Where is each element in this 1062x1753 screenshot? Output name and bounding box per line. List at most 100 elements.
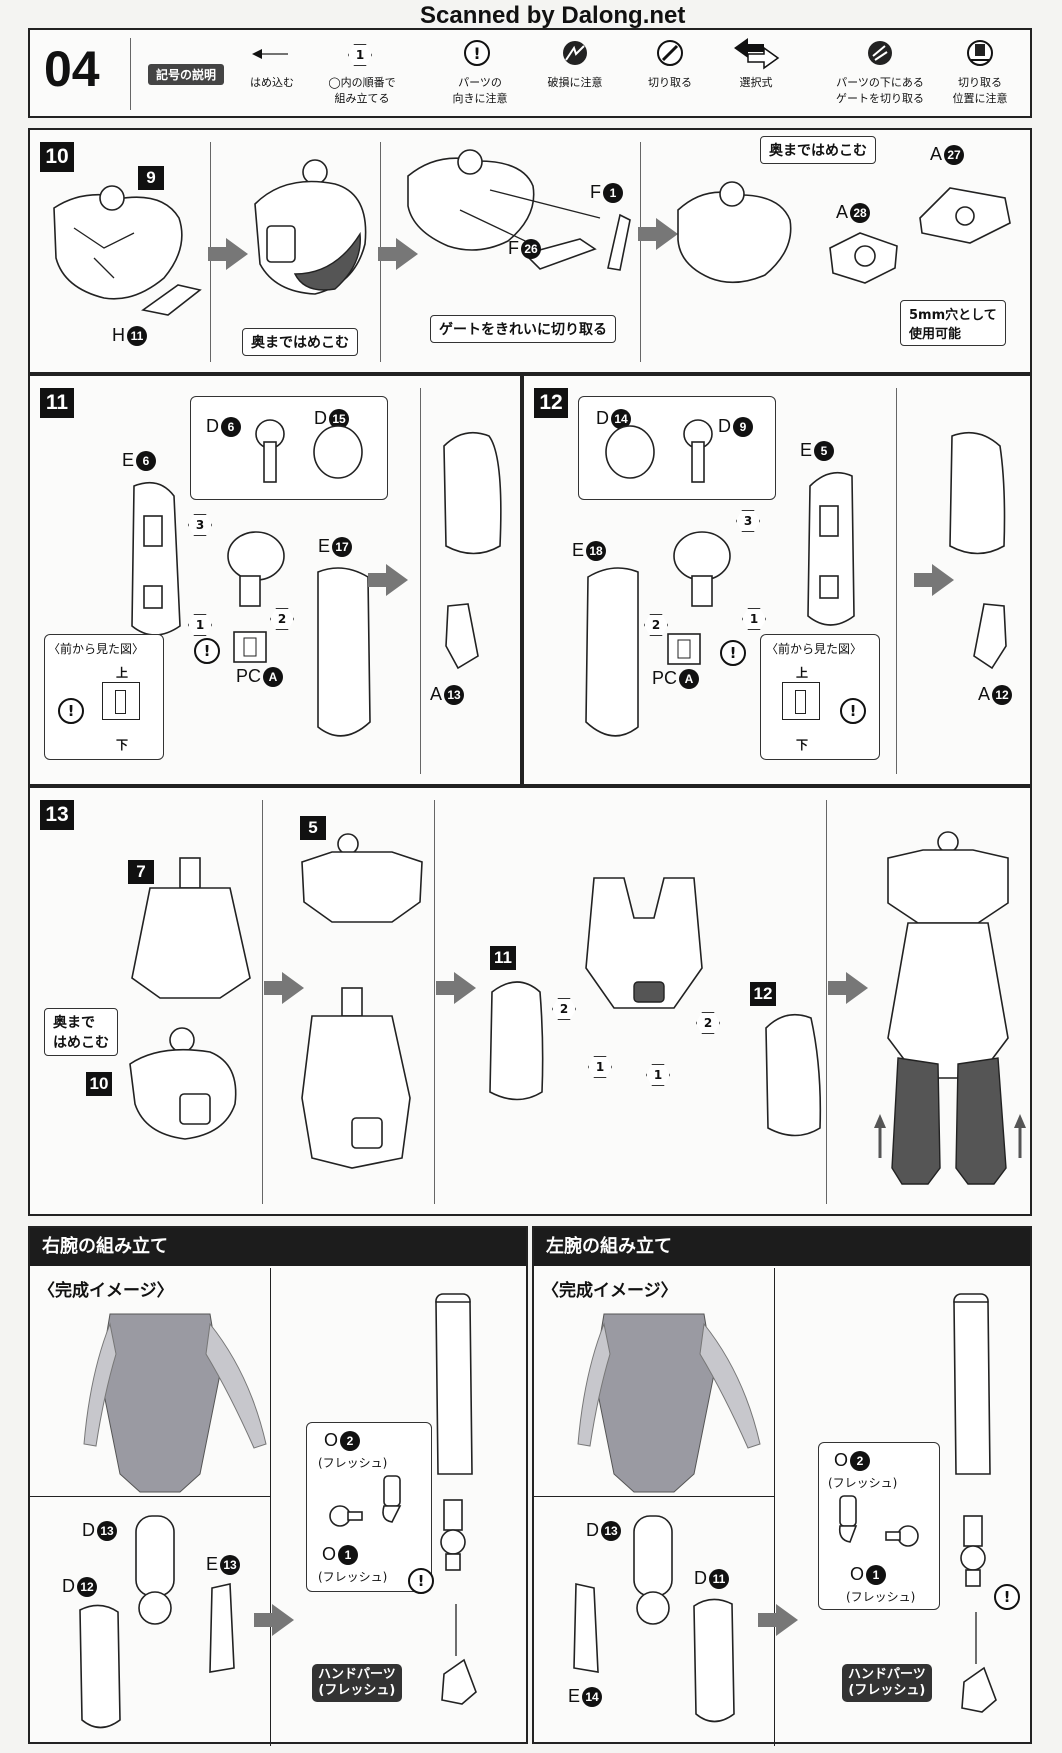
bottom-label: 下 [116,738,129,752]
order-2: 2 [270,608,294,630]
part-d13-shape [633,1515,673,1625]
part-d11-shape [693,1598,735,1723]
ref-step-12: 12 [750,982,776,1006]
body-core-part [53,185,183,300]
step-number: 11 [40,388,74,418]
next-arrow [254,1604,294,1636]
front-view-label: 〈前から見た図〉 [48,642,145,656]
wrist-joint-part [960,1515,986,1587]
step-13-panel: 13 7 奥まで はめこむ 10 5 11 12 2 2 1 1 [28,786,1032,1216]
hand-part [441,1604,477,1705]
next-arrow [914,564,954,596]
leg-right-part [765,1013,822,1137]
order-2: 2 [644,614,668,636]
hand-part [961,1612,997,1713]
legend-label-1: はめ込む [250,76,294,89]
joint-parts-detail [255,419,363,483]
part-e17-shape [317,567,371,737]
label-o1-flesh: (フレッシュ) [846,1590,916,1604]
caution-icon: ! [194,638,220,664]
bottom-label: 下 [796,738,809,752]
callout-push-in: 奥まではめこむ [242,328,358,356]
hips-part [585,877,703,1009]
part-a12-shape [973,603,1007,670]
left-arm-title: 左腕の組み立て [534,1228,1030,1266]
top-label: 上 [796,666,809,680]
watermark: Scanned by Dalong.net [420,2,686,29]
next-arrow [828,972,868,1004]
front-view-box [760,634,880,760]
next-arrow [264,972,304,1004]
waist-upper-part [131,857,251,999]
front-view-slot [795,690,806,714]
part-d12-shape [79,1604,121,1729]
ref-step-10: 10 [86,1072,112,1096]
next-arrow [368,564,408,596]
part-e13-shape [209,1583,235,1673]
pc-a-part [667,633,701,665]
part-f26-shape [523,238,597,270]
label-o2-flesh: (フレッシュ) [318,1456,388,1470]
next-arrow [436,972,476,1004]
ref-step-5: 5 [300,816,326,840]
cut-icon [657,40,683,66]
legend-label-3: パーツの 向きに注意 [452,76,508,105]
legend-label-8: 切り取る 位置に注意 [952,76,1008,105]
arrow-left-icon [252,49,288,59]
body-core-part [407,149,535,251]
joint-ball-part [227,531,285,607]
image-label: 〈完成イメージ〉 [38,1281,174,1301]
choice-arrows-icon [734,38,780,70]
order-1: 1 [742,608,766,630]
step-number: 13 [40,800,74,830]
order-3: 3 [188,514,212,536]
break-caution-icon [563,41,587,65]
legend-label-5: 切り取る [648,76,692,89]
next-arrow [208,238,248,270]
caution-icon: ! [720,640,746,666]
wrist-joint-part [440,1499,466,1571]
part-h11-shape [141,284,202,316]
hand-parts-badge: ハンドパーツ (フレッシュ) [842,1664,932,1702]
order-2-left: 2 [552,998,576,1020]
step-number: 12 [534,388,568,418]
part-e5-shape [807,471,855,626]
body-core-part [129,1027,237,1140]
callout-push-in: 奥まで はめこむ [44,1008,118,1056]
part-a13-shape [445,603,479,670]
order-1-left: 1 [588,1056,612,1078]
front-view-label: 〈前から見た図〉 [766,642,863,656]
label-o1-flesh: (フレッシュ) [318,1570,388,1584]
assembled-leg-part [443,431,502,555]
completed-figure-image [83,1313,267,1493]
step-number: 10 [40,142,74,172]
svg-text:!: ! [473,44,480,63]
legend-label-7: パーツの下にある ゲートを切り取る [836,76,924,105]
forearm-part [953,1293,991,1475]
completed-figure-image [577,1313,761,1493]
hand-joint-box [306,1422,432,1592]
front-view-slot [115,690,126,714]
order-1: 1 [188,614,212,636]
